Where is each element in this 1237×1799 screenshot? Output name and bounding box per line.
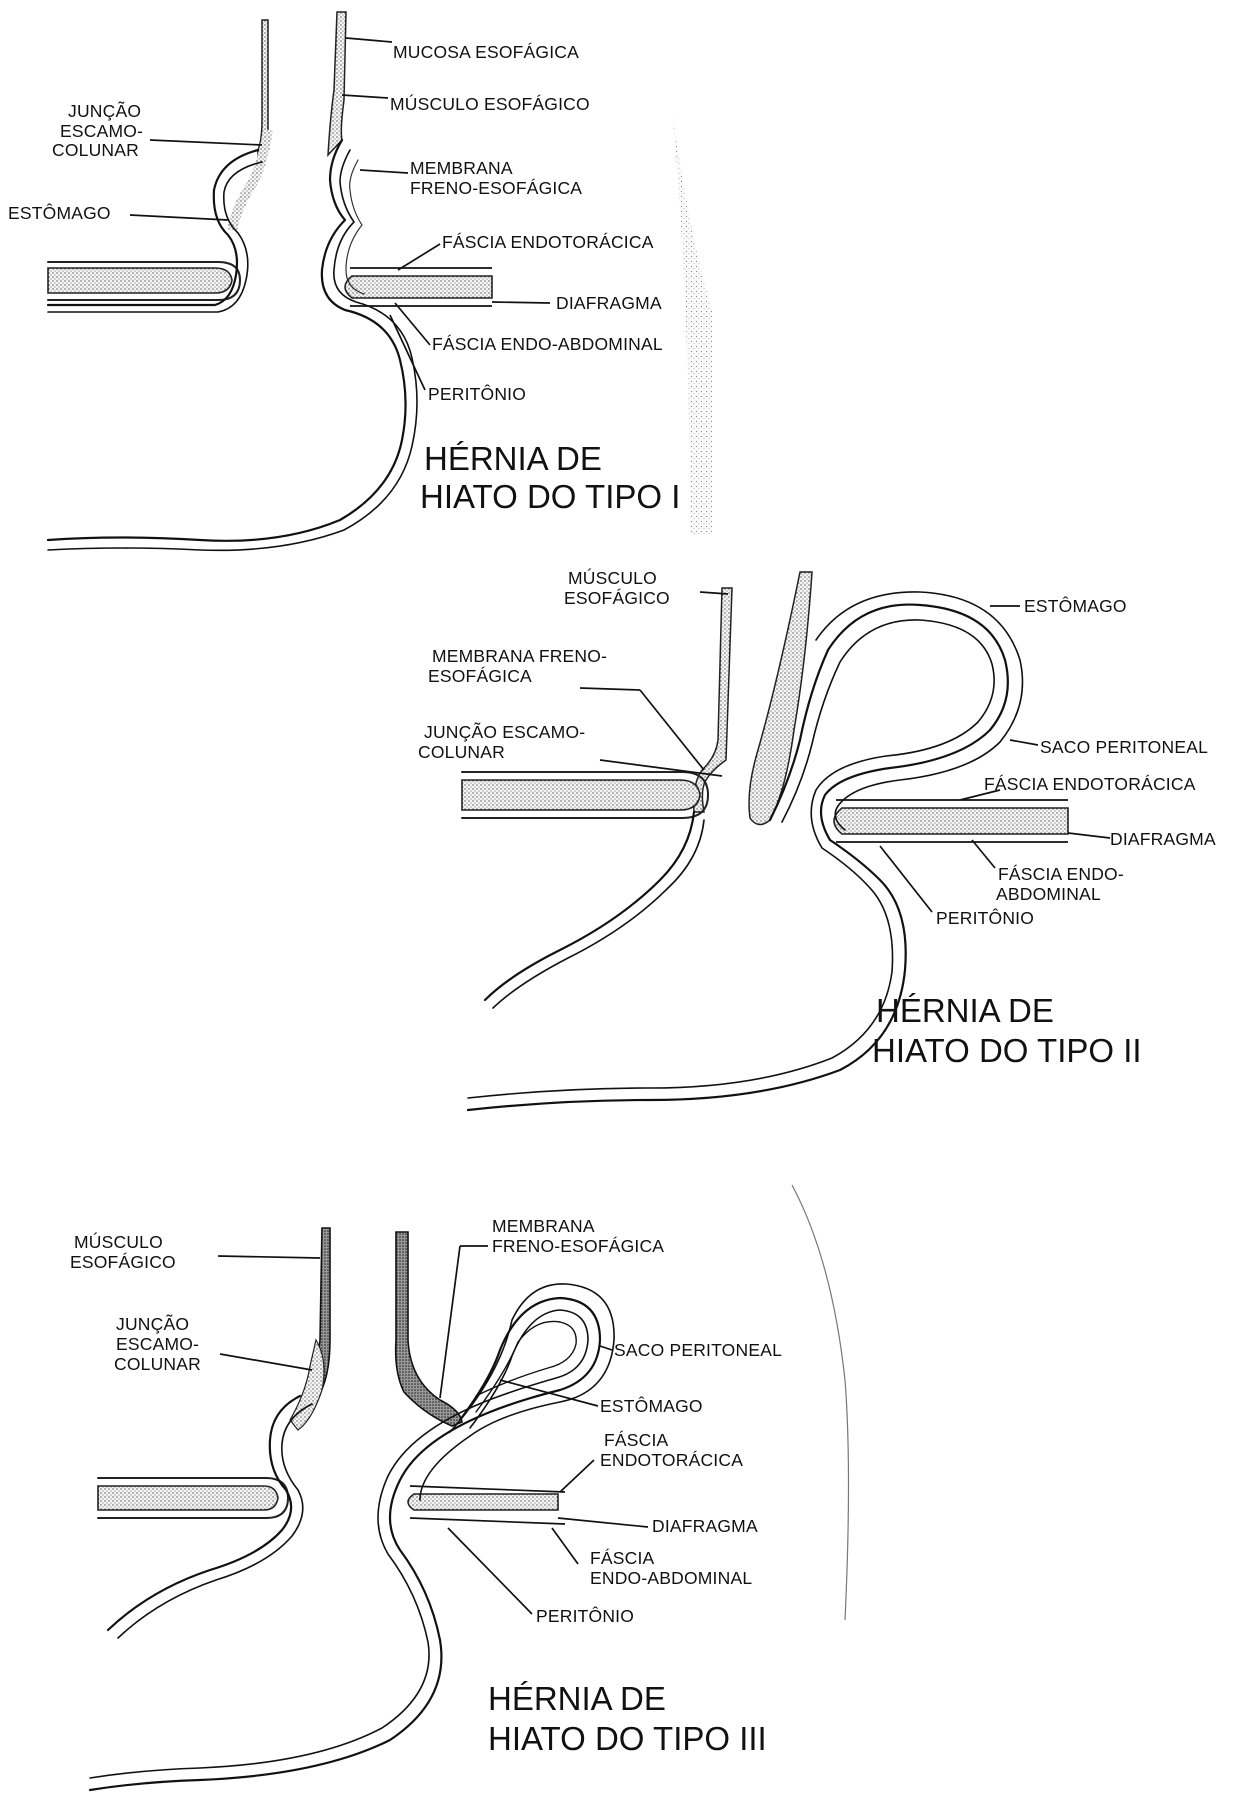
label-juncao-1: JUNÇÃO (116, 1313, 189, 1334)
label-membrana-1: MEMBRANA (492, 1216, 595, 1236)
diagram-type-2: MÚSCULO ESOFÁGICO MEMBRANA FRENO- ESOFÁG… (418, 567, 1216, 1110)
stomach-wall-left-outer (485, 812, 694, 1000)
title-tipo-1-line2: HIATO DO TIPO I (420, 478, 680, 515)
label-estomago: ESTÔMAGO (600, 1395, 703, 1416)
label-juncao-2: COLUNAR (418, 742, 505, 762)
label-peritonio: PERITÔNIO (536, 1605, 634, 1626)
diagram-3-leaders (218, 1246, 648, 1614)
label-diafragma: DIAFRAGMA (556, 293, 662, 313)
label-saco-peritoneal: SACO PERITONEAL (614, 1340, 782, 1360)
label-membrana-2: FRENO-ESOFÁGICA (410, 178, 582, 198)
label-juncao-2: ESCAMO- (60, 121, 143, 141)
page-edge-line (792, 1185, 849, 1620)
diaphragm-right (408, 1494, 558, 1510)
label-diafragma: DIAFRAGMA (1110, 829, 1216, 849)
label-fascia-endotoracica: FÁSCIA ENDOTORÁCICA (442, 232, 654, 252)
label-membrana-1: MEMBRANA FRENO- (432, 646, 607, 666)
stomach-wall-left-inner (493, 820, 704, 1008)
label-juncao-3: COLUNAR (52, 140, 139, 160)
esophagus-right-wall (749, 572, 812, 825)
label-mucosa-esofagica: MUCOSA ESOFÁGICA (393, 42, 579, 62)
label-fascia-endoabdominal: FÁSCIA ENDO-ABDOMINAL (432, 334, 663, 354)
label-juncao-1: JUNÇÃO (68, 100, 141, 121)
label-musculo-1: MÚSCULO (568, 567, 657, 588)
label-musculo-2: ESOFÁGICO (564, 588, 670, 608)
title-tipo-3-line1: HÉRNIA DE (488, 1680, 666, 1717)
title-tipo-2-line1: HÉRNIA DE (876, 992, 1054, 1029)
label-fascia-endotoracica: FÁSCIA ENDOTORÁCICA (984, 774, 1196, 794)
label-juncao-2: ESCAMO- (116, 1334, 199, 1354)
esophagus-right-wall (328, 12, 346, 155)
diagram-type-1: MUCOSA ESOFÁGICA MÚSCULO ESOFÁGICO JUNÇÃ… (8, 12, 712, 550)
label-saco-peritoneal: SACO PERITONEAL (1040, 737, 1208, 757)
stomach-wall-left-inner (118, 1404, 312, 1638)
title-tipo-2-line2: HIATO DO TIPO II (872, 1032, 1142, 1069)
page-edge-shading (672, 110, 712, 535)
label-juncao-3: COLUNAR (114, 1354, 201, 1374)
label-musculo-esofagico: MÚSCULO ESOFÁGICO (390, 93, 590, 114)
label-peritonio: PERITÔNIO (428, 383, 526, 404)
diaphragm-left (98, 1486, 278, 1510)
label-juncao-1: JUNÇÃO ESCAMO- (424, 721, 585, 742)
esophagus-left-wall (694, 588, 732, 812)
diaphragm-left (462, 780, 700, 810)
label-peritonio: PERITÔNIO (936, 907, 1034, 928)
diagram-type-3: MÚSCULO ESOFÁGICO JUNÇÃO ESCAMO- COLUNAR… (70, 1185, 849, 1790)
label-fascia-endotoracica-2: ENDOTORÁCICA (600, 1450, 743, 1470)
label-fascia-endo-2: ENDO-ABDOMINAL (590, 1568, 752, 1588)
label-membrana-1: MEMBRANA (410, 158, 513, 178)
title-tipo-1-line1: HÉRNIA DE (424, 440, 602, 477)
diaphragm-left (48, 268, 232, 293)
label-fascia-endo-1: FÁSCIA (590, 1548, 655, 1568)
label-estomago: ESTÔMAGO (8, 202, 111, 223)
diaphragm-right (345, 276, 492, 298)
diaphragm-right (834, 808, 1068, 834)
label-diafragma: DIAFRAGMA (652, 1516, 758, 1536)
title-tipo-3-line2: HIATO DO TIPO III (488, 1720, 767, 1757)
label-membrana-2: ESOFÁGICA (428, 666, 532, 686)
label-musculo-2: ESOFÁGICO (70, 1252, 176, 1272)
label-membrana-2: FRENO-ESOFÁGICA (492, 1236, 664, 1256)
label-musculo-1: MÚSCULO (74, 1231, 163, 1252)
label-estomago: ESTÔMAGO (1024, 595, 1127, 616)
label-fascia-endotoracica-1: FÁSCIA (604, 1430, 669, 1450)
esophagus-right-wall (396, 1232, 462, 1426)
label-fascia-endo-1: FÁSCIA ENDO- (998, 864, 1124, 884)
label-fascia-endo-2: ABDOMINAL (996, 884, 1101, 904)
stomach-wall-left-outer (108, 1396, 300, 1630)
